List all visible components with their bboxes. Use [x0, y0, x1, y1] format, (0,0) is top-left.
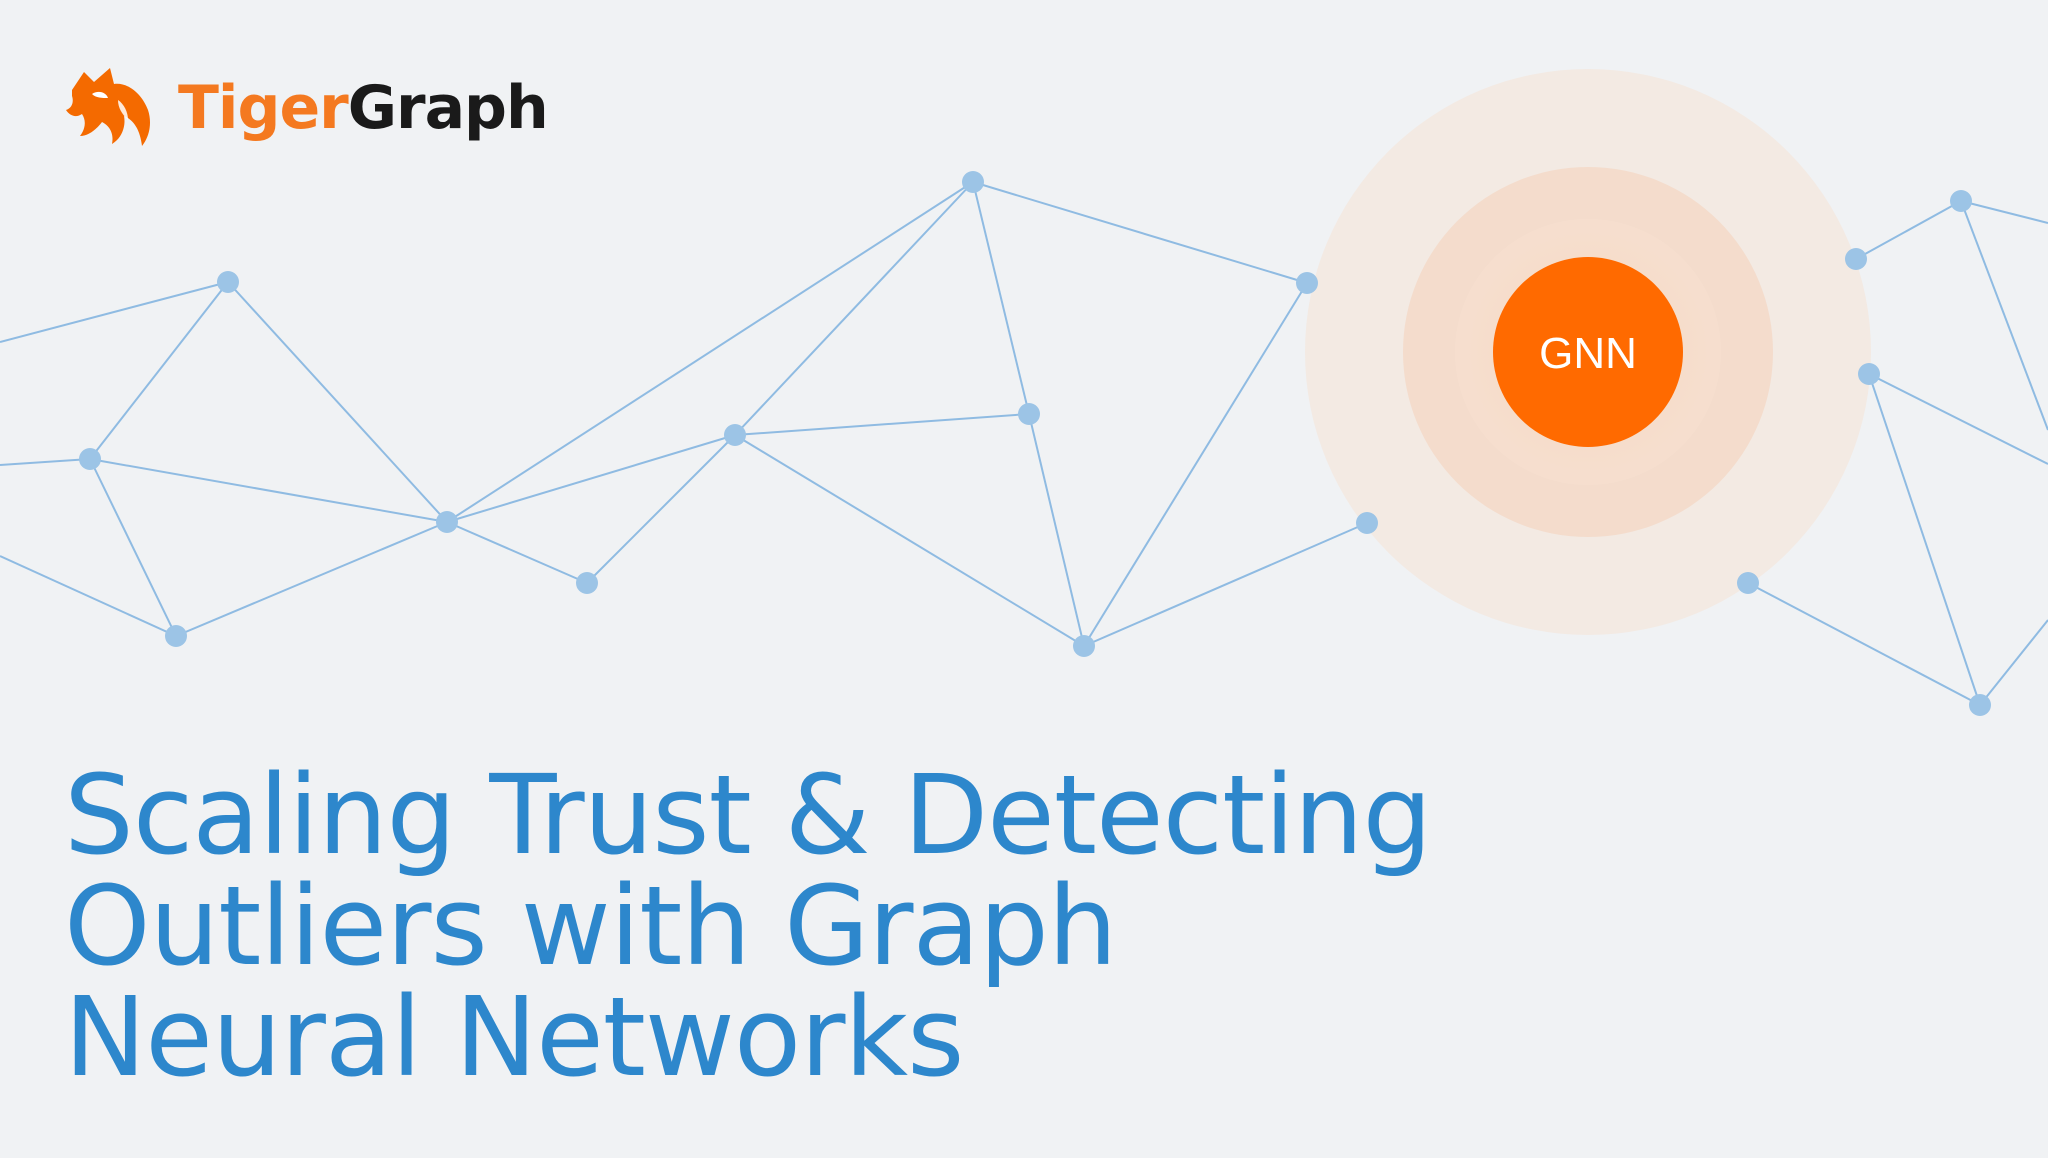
- graph-nodes: [79, 171, 1991, 716]
- title-line-1: Scaling Trust & Detecting: [64, 751, 1432, 879]
- graph-node: [1950, 190, 1972, 212]
- graph-node: [1858, 363, 1880, 385]
- graph-node: [1845, 248, 1867, 270]
- graph-node: [436, 511, 458, 533]
- graph-node: [1737, 572, 1759, 594]
- graph-node: [962, 171, 984, 193]
- gnn-badge-circle: [1493, 257, 1683, 447]
- tiger-head-icon: [66, 68, 150, 146]
- graph-node: [1969, 694, 1991, 716]
- title-line-3: Neural Networks: [64, 973, 964, 1101]
- graph-node: [217, 271, 239, 293]
- graph-node: [1073, 635, 1095, 657]
- graph-node: [79, 448, 101, 470]
- brand-wordmark-tiger: Tiger: [178, 73, 349, 143]
- graph-node: [1296, 272, 1318, 294]
- title-line-2: Outliers with Graph: [64, 862, 1117, 990]
- gnn-badge-label: GNN: [1539, 329, 1637, 378]
- page-title: Scaling Trust & Detecting Outliers with …: [64, 751, 1432, 1101]
- brand-wordmark: TigerGraph: [178, 73, 549, 143]
- graph-node: [1018, 403, 1040, 425]
- graph-node: [165, 625, 187, 647]
- graph-node: [724, 424, 746, 446]
- gnn-badge: GNN: [1493, 257, 1683, 447]
- tigergraph-logo: TigerGraph: [62, 60, 549, 156]
- graph-node: [1356, 512, 1378, 534]
- graph-edges: [0, 181, 2048, 706]
- brand-wordmark-graph: Graph: [347, 73, 549, 143]
- graph-node: [576, 572, 598, 594]
